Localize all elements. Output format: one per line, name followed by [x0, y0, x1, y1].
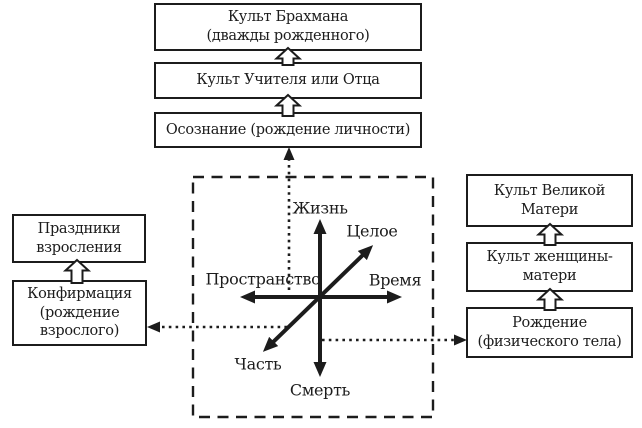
axis-label-whole: Целое [346, 221, 398, 241]
box-birth-physical-body: Рождение (физического тела) [466, 307, 633, 358]
box-cult-woman-mother: Культ женщины- матери [466, 242, 633, 292]
axis-label-death: Смерть [289, 380, 351, 400]
axis-label-life: Жизнь [292, 198, 348, 218]
box-cult-great-mother: Культ Великой Матери [466, 174, 633, 227]
box-confirmation-birth-of-adult: Конфирмация (рождение взрослого) [12, 280, 147, 346]
box-cult-teacher-or-father: Культ Учителя или Отца [154, 62, 422, 99]
axis-label-part: Часть [234, 354, 282, 374]
box-cult-brahman: Культ Брахмана (дважды рожденного) [154, 3, 422, 51]
axis-diagonal-part-whole [262, 245, 374, 352]
axis-label-time: Время [368, 270, 422, 290]
box-awareness-birth-of-personality: Осознание (рождение личности) [154, 112, 422, 148]
box-adulthood-holidays: Праздники взросления [12, 214, 146, 263]
axis-label-space: Пространство [205, 269, 321, 289]
